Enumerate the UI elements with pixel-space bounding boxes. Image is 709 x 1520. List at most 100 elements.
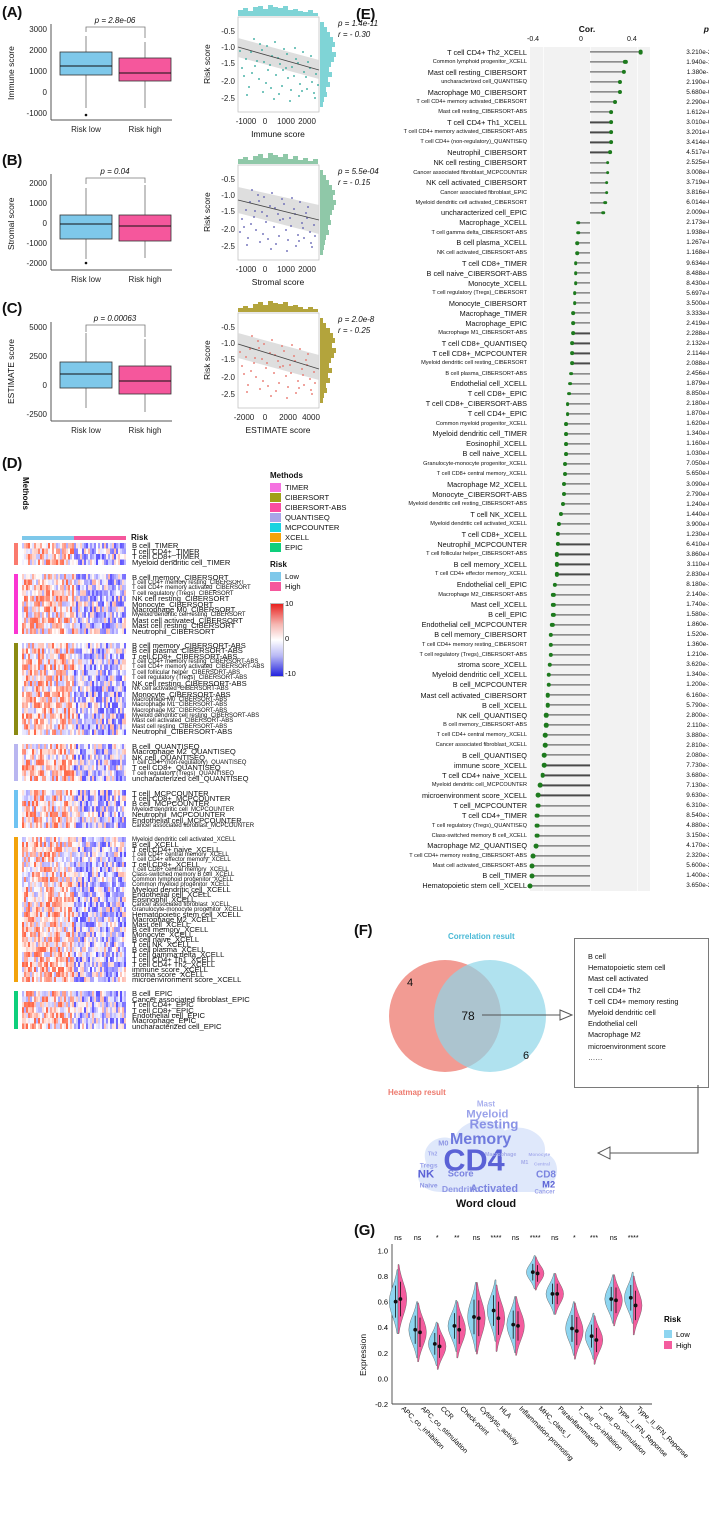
list-to-wordcloud-arrow [596,1085,699,1160]
lollipop-dot [554,562,560,567]
lollipop-stem [554,583,590,586]
lollipop-pvalue: 3.090e-06 [686,480,709,488]
lollipop-dot [550,622,555,627]
lollipop-track [530,790,650,801]
heatmap-row-label: B cell memory_XCELL [132,925,209,935]
lollipop-track [530,197,650,208]
lollipop-label: T cell CD8+_QUANTISEQ [441,338,527,348]
lollipop-dot [529,873,535,879]
panel-f-tag: (F) [354,922,373,939]
heatmap-row-label: uncharacterized cell_EPIC [132,1021,222,1031]
panel-b-scatter: Risk score -0.5 -1.0 -1.5 -2.0 -2.5 -100… [202,153,379,287]
lollipop-label: T cell CD4+ naive_XCELL [442,770,527,780]
lollipop-track [530,107,650,118]
lollipop-pvalue: 1.400e-24 [686,872,709,880]
panel-b-scatter-yticks: -0.5 -1.0 -1.5 -2.0 -2.5 [221,175,235,251]
panel-a-marginal-right [320,22,336,107]
lollipop-dot [544,722,549,728]
lollipop-track [530,609,650,620]
panel-g-ylabel: Expression [358,1334,368,1376]
legend-swatch [270,493,281,502]
panel-a-marginal-top [238,5,318,16]
lollipop-dot [538,783,543,788]
lollipop-label: B cell naive_CIBERSORT-ABS [426,268,527,278]
lollipop-dot [548,632,554,637]
lollipop-dot [556,542,561,547]
lollipop-stem [536,825,590,827]
lollipop-label: B cell plasma_XCELL [456,238,527,248]
lollipop-pvalue: 1.360e-11 [686,641,709,649]
lollipop-track [530,368,650,379]
lollipop-label: Monocyte_XCELL [468,278,527,288]
heatmap-row-label: T cell CD8+_EPIC [132,1005,194,1015]
lollipop-pvalue: 9.630e-19 [686,791,709,799]
panel-a-box-high [118,42,172,108]
panel-d-risk-bar-high [74,536,126,540]
heatmap-row-label: B cell memory_CIBERSORT-ABS [132,640,246,650]
lollipop-stem [571,372,590,375]
lollipop-pvalue: 5.697e-03 [686,289,709,297]
lollipop-track [530,700,650,711]
lollipop-dot [564,421,569,426]
lollipop-track [530,780,650,791]
lollipop-pvalue: 2.830e-09 [686,570,709,578]
lollipop-label: T cell CD4+ (non-regulatory)_QUANTISEQ [420,139,527,146]
lollipop-pvalue: 2.080e-14 [686,751,709,759]
lollipop-label: NK cell activated_CIBERSORT-ABS [436,249,527,256]
panel-a-yticks: 3000 2000 1000 0 -1000 [27,25,48,118]
panel-g-legend: Risk Low High [664,1315,691,1350]
lollipop-stem [552,624,590,626]
lollipop-label: B cell memory_CIBERSORT-ABS [443,722,527,729]
lollipop-stem [558,533,590,535]
heatmap-row-label: Monocyte_XCELL [132,930,194,940]
lollipop-stem [590,61,626,63]
lollipop-label: B cell_EPIC [488,610,527,620]
svg-text:2000: 2000 [298,265,316,274]
lollipop-track [530,97,650,108]
svg-text:Risk low: Risk low [71,426,101,435]
heatmap-method-strip [14,837,18,983]
lollipop-dot [530,853,536,859]
lollipop-pvalue: 3.010e-04 [686,118,709,126]
panel-c-yticks: 5000 2500 0 -2500 [27,323,48,419]
lollipop-label: uncharacterized cell_EPIC [441,208,527,218]
heatmap-row-label: immune score_XCELL [132,965,208,975]
heatmap-row-label: Cancer associated fibroblast_XCELL [132,901,231,908]
lollipop-pvalue: 2.190e-09 [686,78,709,86]
lollipop-stem [572,362,590,365]
lollipop-stem [543,764,590,766]
heatmap-row-label: microenvironment score_XCELL [132,975,242,985]
lollipop-pvalue: 1.240e-06 [686,500,709,508]
lollipop-track [530,679,650,690]
lollipop-stem [547,704,590,706]
heatmap-row-label: NK cell resting_CIBERSORT-ABS [132,678,247,688]
panel-e-xaxis: -0.4 0 0.4 [527,36,637,43]
lollipop-dot [574,281,578,285]
svg-text:-1.5: -1.5 [221,59,235,68]
lollipop-pvalue: 2.180e-05 [686,400,709,408]
legend-label: XCELL [285,533,310,542]
lollipop-label: stroma score_XCELL [457,660,527,670]
lollipop-label: Cancer associated fibroblast_MCPCOUNTER [413,169,527,176]
lollipop-pvalue: 5.600e-24 [686,862,709,870]
lollipop-dot [603,200,608,205]
lollipop-pvalue: 9.634e-03 [686,259,709,267]
lollipop-stem [575,282,590,284]
lollipop-label: Monocyte_CIBERSORT [448,298,527,308]
panel-g-ytick: 1.0 [378,1246,388,1255]
heatmap-row-label: B cell_EPIC [132,989,173,999]
heatmap-method-strip [14,574,18,634]
lollipop-stem [540,784,590,787]
heatmap-row-label: Neutrophil_CIBERSORT [132,626,216,636]
